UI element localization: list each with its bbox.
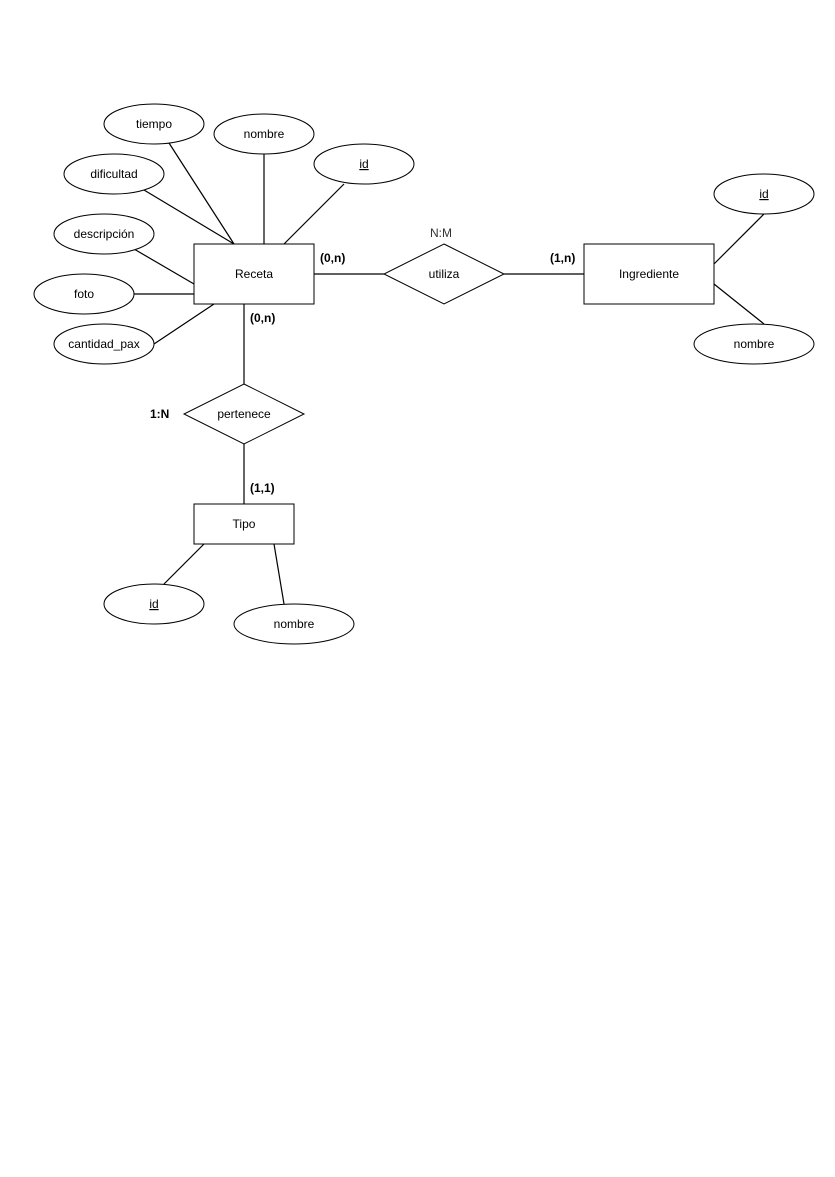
entity-tipo: Tipo xyxy=(193,503,295,545)
line-descripcion xyxy=(133,248,195,285)
cardinality-tipo-pertenece: (1,1) xyxy=(250,481,275,495)
attribute-nombre-tipo-label: nombre xyxy=(274,617,315,631)
attribute-id-receta-label: id xyxy=(359,157,368,171)
attribute-descripcion-label: descripción xyxy=(74,227,135,241)
attribute-descripcion: descripción xyxy=(53,213,155,255)
attribute-dificultad-label: dificultad xyxy=(90,167,137,181)
line-tiempo xyxy=(168,142,235,245)
entity-receta: Receta xyxy=(193,243,315,305)
ratio-utiliza: N:M xyxy=(430,226,452,240)
relationship-utiliza: utiliza xyxy=(382,243,506,305)
attribute-dificultad: dificultad xyxy=(63,153,165,195)
attribute-tiempo-label: tiempo xyxy=(136,117,172,131)
ratio-pertenece: 1:N xyxy=(150,407,169,421)
entity-ingrediente-label: Ingrediente xyxy=(619,267,679,281)
line-id-ingrediente xyxy=(713,213,765,265)
attribute-nombre-receta: nombre xyxy=(213,113,315,155)
attribute-foto: foto xyxy=(33,273,135,315)
attribute-id-tipo: id xyxy=(103,583,205,625)
entity-ingrediente: Ingrediente xyxy=(583,243,715,305)
entity-receta-label: Receta xyxy=(235,267,273,281)
line-cantidad-pax xyxy=(153,303,215,345)
line-id-receta xyxy=(283,183,345,245)
line-id-tipo xyxy=(163,543,205,585)
line-nombre-ingrediente xyxy=(713,283,765,325)
cardinality-receta-utiliza: (0,n) xyxy=(320,251,345,265)
cardinality-receta-pertenece: (0,n) xyxy=(250,311,275,325)
attribute-nombre-receta-label: nombre xyxy=(244,127,285,141)
attribute-id-tipo-label: id xyxy=(149,597,158,611)
relationship-pertenece-label: pertenece xyxy=(217,407,271,421)
attribute-id-receta: id xyxy=(313,143,415,185)
line-nombre-tipo xyxy=(273,543,285,605)
attribute-cantidad-pax-label: cantidad_pax xyxy=(68,337,139,351)
line-dificultad xyxy=(143,189,235,245)
relationship-utiliza-label: utiliza xyxy=(429,267,460,281)
attribute-id-ingrediente: id xyxy=(713,173,815,215)
attribute-nombre-ingrediente-label: nombre xyxy=(734,337,775,351)
attribute-nombre-ingrediente: nombre xyxy=(693,323,815,365)
relationship-pertenece: pertenece xyxy=(182,383,306,445)
connectors xyxy=(133,142,765,605)
cardinality-ingrediente-utiliza: (1,n) xyxy=(550,251,575,265)
attribute-cantidad-pax: cantidad_pax xyxy=(53,323,155,365)
attribute-tiempo: tiempo xyxy=(103,103,205,145)
attribute-id-ingrediente-label: id xyxy=(759,187,768,201)
attribute-foto-label: foto xyxy=(74,287,94,301)
attribute-nombre-tipo: nombre xyxy=(233,603,355,645)
entity-tipo-label: Tipo xyxy=(233,517,256,531)
